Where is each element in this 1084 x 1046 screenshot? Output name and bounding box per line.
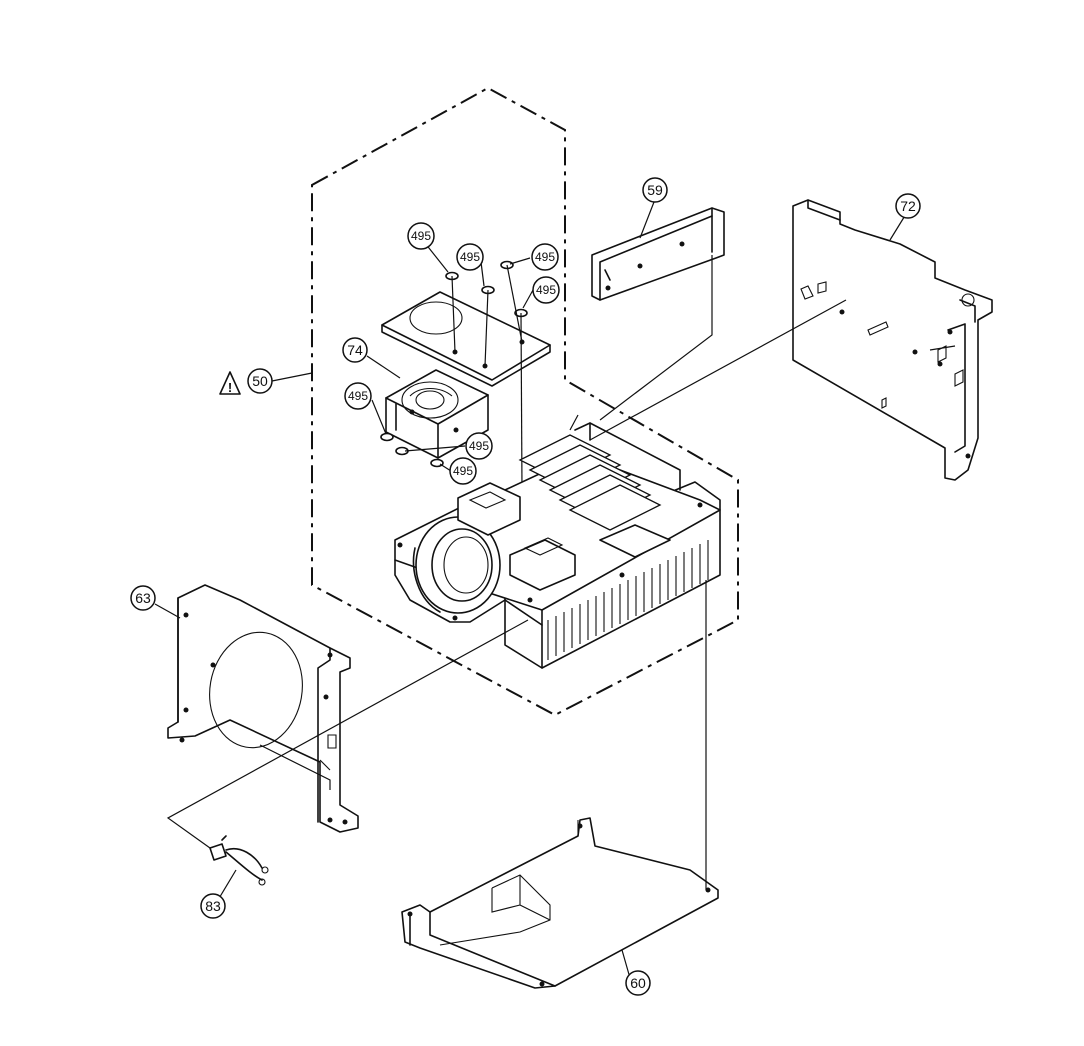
callout-leaders — [154, 201, 907, 979]
warning-symbol-text: ! — [228, 380, 232, 395]
part-59-bracket — [591, 207, 725, 301]
callout-495-g-label: 495 — [453, 464, 473, 478]
callout-74-label: 74 — [347, 342, 363, 358]
callout-495-c-label: 495 — [535, 250, 555, 264]
callout-72: 72 — [895, 193, 921, 219]
callout-59-label: 59 — [647, 182, 663, 198]
callout-60-label: 60 — [630, 975, 646, 991]
callout-83-label: 83 — [205, 898, 221, 914]
callout-495-e-label: 495 — [348, 389, 368, 403]
callout-63: 63 — [130, 585, 156, 611]
callout-495-c: 495 — [531, 243, 559, 271]
part-63-shield — [167, 584, 359, 833]
callout-495-a: 495 — [407, 222, 435, 250]
callout-60: 60 — [625, 970, 651, 996]
assembly-guide-lines — [166, 255, 956, 890]
washers-495 — [380, 260, 528, 491]
part-60-cover — [401, 817, 719, 989]
assembly-50-boundary — [311, 86, 739, 717]
callout-83: 83 — [200, 893, 226, 919]
callout-495-g: 495 — [449, 457, 477, 485]
callout-495-d: 495 — [532, 276, 560, 304]
fan-mounting-plate — [381, 291, 551, 387]
callout-495-a-label: 495 — [411, 229, 431, 243]
callout-63-label: 63 — [135, 590, 151, 606]
callout-59: 59 — [642, 177, 668, 203]
callout-495-e: 495 — [344, 382, 372, 410]
callout-50-label: 50 — [252, 373, 268, 389]
part-83-wire-harness — [209, 835, 269, 886]
callout-74: 74 — [342, 337, 368, 363]
warning-triangle-icon: ! — [219, 371, 241, 395]
callout-72-label: 72 — [900, 198, 916, 214]
callout-50: 50 — [247, 368, 273, 394]
callout-495-b-label: 495 — [460, 250, 480, 264]
callout-495-b: 495 — [456, 243, 484, 271]
part-74-fan — [385, 369, 489, 459]
callout-495-d-label: 495 — [536, 283, 556, 297]
part-72-panel — [792, 199, 993, 481]
callout-495-f: 495 — [465, 432, 493, 460]
callout-495-f-label: 495 — [469, 439, 489, 453]
optical-unit-housing — [394, 422, 721, 669]
